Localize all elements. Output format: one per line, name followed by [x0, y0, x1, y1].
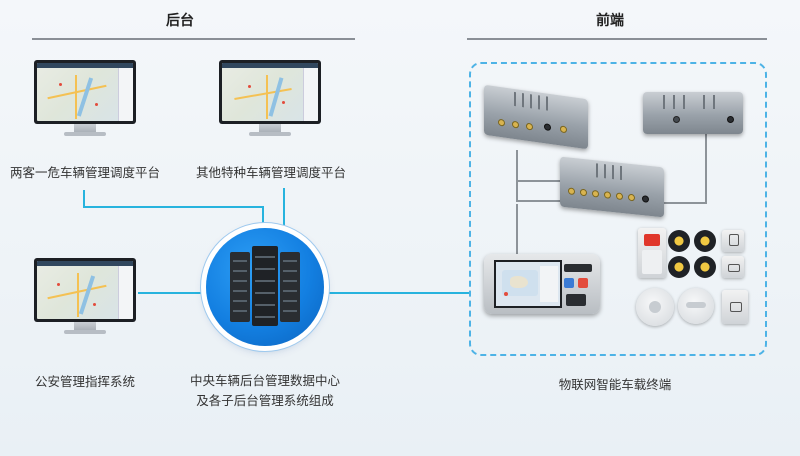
- sensor-box-icon: [722, 256, 744, 278]
- tire-sensor-icon: [694, 230, 716, 252]
- terminal-connector: [516, 200, 562, 202]
- frontend-title: 前端: [596, 13, 624, 29]
- sensor-box-icon: [722, 290, 748, 324]
- monitor-icon: [219, 60, 321, 136]
- connector-line: [83, 190, 85, 207]
- backend-title: 后台: [166, 13, 194, 29]
- sensor-box-icon: [722, 230, 744, 252]
- special-platform-label: 其他特种车辆管理调度平台: [195, 165, 346, 180]
- frontend-rule: [467, 38, 767, 40]
- hazmat-platform-label: 两客一危车辆管理调度平台: [9, 165, 160, 180]
- monitor-icon: [34, 258, 136, 334]
- connector-line: [262, 206, 264, 228]
- terminal-connector: [516, 150, 518, 202]
- connector-line: [283, 188, 285, 228]
- tire-sensor-icon: [668, 230, 690, 252]
- connector-line: [138, 292, 206, 294]
- terminal-connector: [664, 202, 707, 204]
- data-center-label-line1: 中央车辆后台管理数据中心: [189, 373, 340, 388]
- backend-rule: [32, 38, 355, 40]
- server-rack-icon: [206, 228, 324, 346]
- connector-line: [323, 292, 469, 294]
- terminal-group-box: [469, 62, 767, 356]
- smoke-detector-icon: [678, 288, 714, 324]
- terminal-connector: [516, 180, 562, 182]
- tablet-terminal-icon: [484, 254, 600, 314]
- terminal-connector: [705, 132, 707, 204]
- tire-sensor-icon: [668, 256, 690, 278]
- connector-line: [83, 206, 263, 208]
- smoke-detector-icon: [636, 288, 674, 326]
- dashcam-box-icon: [643, 92, 743, 134]
- data-center-label-line2: 及各子后台管理系统组成: [196, 393, 334, 408]
- police-system-label: 公安管理指挥系统: [34, 374, 135, 389]
- iot-terminal-label: 物联网智能车载终端: [558, 377, 672, 392]
- terminal-connector: [516, 204, 518, 256]
- alarm-light-icon: [638, 228, 666, 278]
- tire-sensor-icon: [694, 256, 716, 278]
- monitor-icon: [34, 60, 136, 136]
